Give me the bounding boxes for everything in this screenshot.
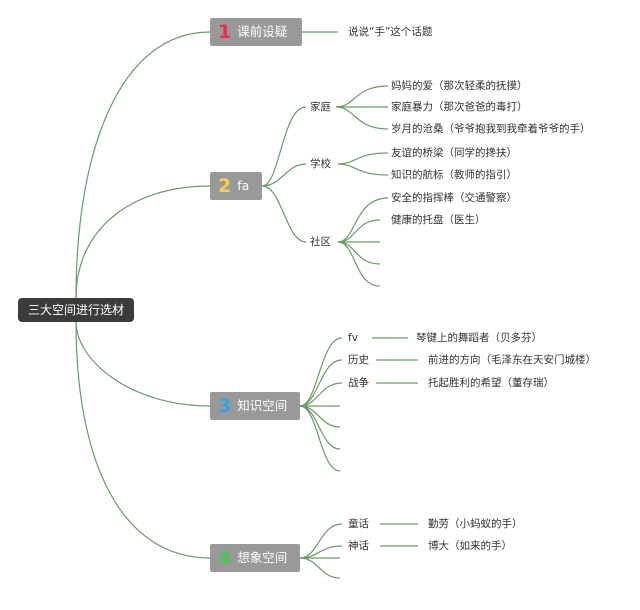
leaf-node[interactable]: 友谊的桥梁（同学的搀扶） bbox=[391, 147, 517, 159]
branch-label: 课前设疑 bbox=[237, 24, 288, 39]
branch-number: 2 bbox=[218, 175, 232, 197]
category-node[interactable]: 童话 bbox=[348, 518, 369, 530]
leaf-node[interactable]: 说说“手”这个话题 bbox=[348, 26, 433, 38]
leaf-node[interactable]: 妈妈的爱（那次轻柔的抚摸） bbox=[391, 80, 528, 92]
leaf-node[interactable]: 安全的指挥棒（交通警察） bbox=[391, 192, 517, 204]
branch-label: fa bbox=[237, 178, 250, 193]
category-node[interactable]: 历史 bbox=[348, 354, 369, 366]
branch-label: 知识空间 bbox=[237, 398, 288, 413]
leaf-node[interactable]: 勤劳（小蚂蚁的手） bbox=[428, 518, 523, 530]
branch-node-3[interactable]: 3 知识空间 bbox=[210, 392, 300, 420]
leaf-node[interactable]: 琴键上的舞蹈者（贝多芬） bbox=[416, 332, 542, 344]
branch-node-2[interactable]: 2 fa bbox=[210, 172, 262, 200]
category-node[interactable]: 家庭 bbox=[310, 101, 331, 113]
leaf-node[interactable]: 家庭暴力（那次爸爸的毒打） bbox=[391, 101, 528, 113]
leaf-node[interactable]: 前进的方向（毛泽东在天安门城楼） bbox=[428, 354, 596, 366]
category-node[interactable]: 社区 bbox=[310, 236, 331, 248]
branch-node-1[interactable]: 1 课前设疑 bbox=[210, 18, 302, 46]
leaf-node[interactable]: 托起胜利的希望（董存瑞） bbox=[428, 377, 554, 389]
category-node[interactable]: fv bbox=[348, 332, 358, 344]
leaf-node[interactable]: 知识的航标（教师的指引） bbox=[391, 169, 517, 181]
branch-node-4[interactable]: 4 想象空间 bbox=[210, 544, 300, 572]
leaf-node[interactable]: 博大（如来的手） bbox=[428, 540, 512, 552]
branch-number: 4 bbox=[218, 547, 232, 569]
root-node[interactable]: 三大空间进行选材 bbox=[18, 298, 134, 322]
category-node[interactable]: 战争 bbox=[348, 377, 369, 389]
branch-number: 3 bbox=[218, 395, 232, 417]
category-node[interactable]: 学校 bbox=[310, 158, 331, 170]
category-node[interactable]: 神话 bbox=[348, 540, 369, 552]
leaf-node[interactable]: 健康的托盘（医生） bbox=[391, 214, 486, 226]
branch-number: 1 bbox=[218, 21, 232, 43]
branch-label: 想象空间 bbox=[237, 550, 288, 565]
leaf-node[interactable]: 岁月的沧桑（爷爷抱我到我牵着爷爷的手） bbox=[391, 123, 591, 135]
